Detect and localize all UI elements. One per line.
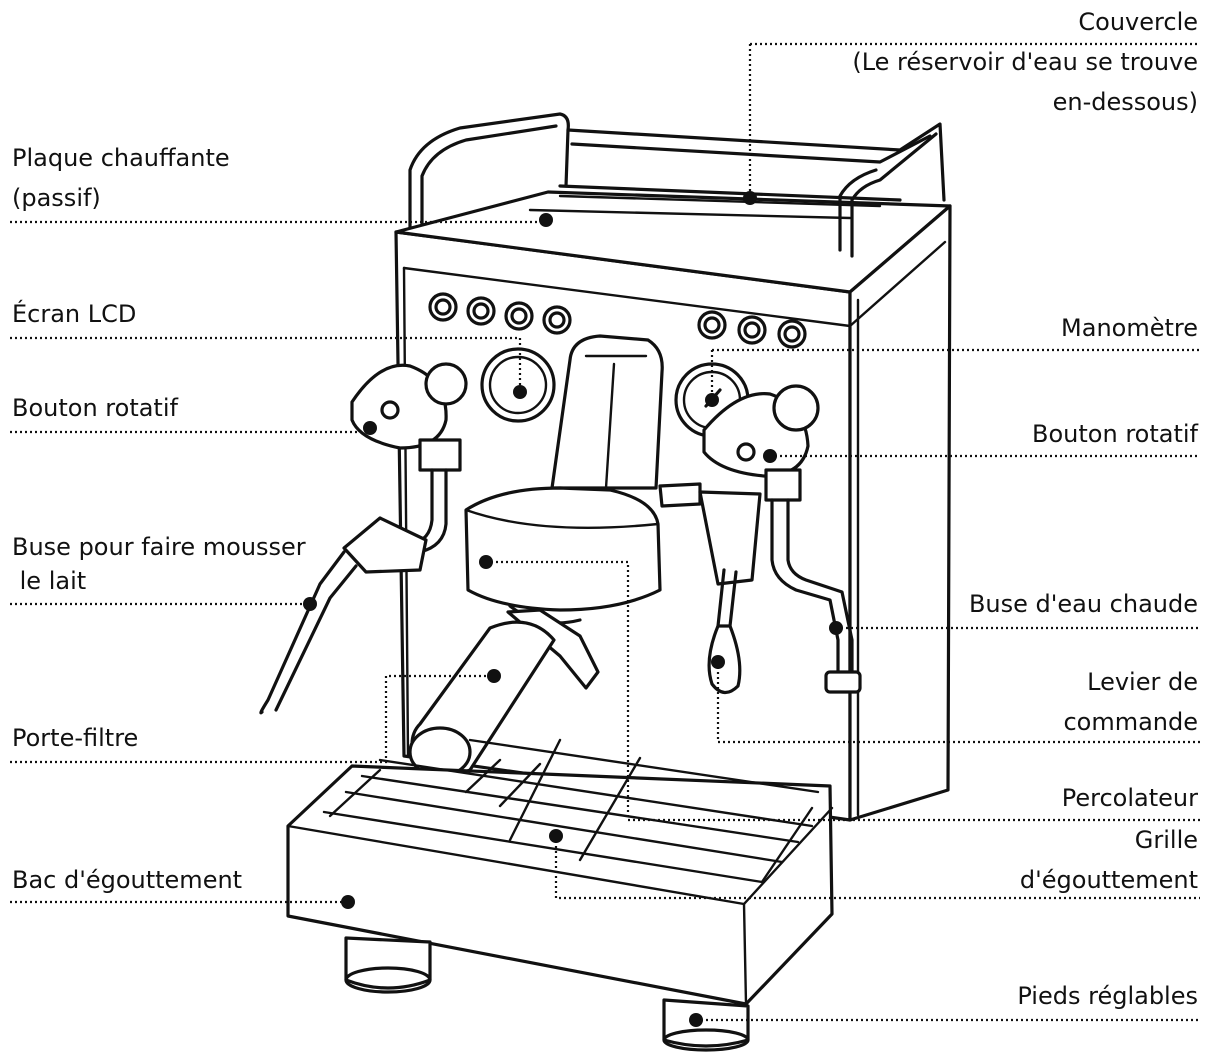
label-bac-egouttement: Bac d'égouttement (12, 860, 242, 900)
label-bouton-rotatif-right: Bouton rotatif (1032, 414, 1198, 454)
feet (344, 936, 750, 1052)
label-bouton-left-line1: Bouton rotatif (12, 394, 178, 422)
leader-ecran (10, 336, 522, 390)
control-lever (658, 482, 762, 695)
drip-tray (286, 738, 834, 1006)
label-plaque-chauffante: Plaque chauffante (passif) (12, 138, 230, 218)
label-couvercle-line2: (Le réservoir d'eau se trouve (852, 48, 1198, 76)
label-buse-eau-line1: Buse d'eau chaude (968, 590, 1198, 618)
label-pieds-reglables: Pieds réglables (1017, 976, 1198, 1016)
label-grille-egouttement: Grille d'égouttement (1020, 820, 1198, 900)
label-buse-lait-line1: Buse pour faire mousser (12, 533, 306, 561)
label-levier-commande: Levier de commande (1063, 662, 1198, 742)
label-ecran-lcd: Écran LCD (12, 294, 136, 334)
label-bac-line1: Bac d'égouttement (12, 866, 243, 894)
leader-manometre (710, 348, 1200, 400)
label-bouton-right-line1: Bouton rotatif (1032, 420, 1198, 448)
label-couvercle-line1: Couvercle (1078, 8, 1198, 36)
label-plaque-line2: (passif) (12, 184, 101, 212)
label-porte-filtre: Porte-filtre (12, 718, 138, 758)
label-grille-line1: Grille (1134, 826, 1198, 854)
top-rail (408, 112, 946, 258)
label-grille-line2: d'égouttement (1019, 866, 1198, 894)
label-buse-lait-line2: le lait (12, 567, 87, 595)
label-manometre: Manomètre (1061, 308, 1198, 348)
label-percolateur: Percolateur (1062, 778, 1198, 818)
marker-dots (303, 191, 843, 1027)
leader-levier (716, 662, 1200, 744)
label-ecran-line1: Écran LCD (12, 300, 137, 328)
leader-grille (554, 836, 1200, 900)
label-bouton-rotatif-left: Bouton rotatif (12, 388, 178, 428)
label-couvercle: Couvercle (Le réservoir d'eau se trouve … (852, 2, 1198, 122)
label-plaque-line1: Plaque chauffante (12, 144, 230, 172)
label-percolateur-line1: Percolateur (1061, 784, 1198, 812)
leader-porte-filtre (10, 674, 494, 764)
label-levier-line1: Levier de (1087, 668, 1198, 696)
cup-warmer-tray (528, 194, 882, 220)
leader-percolateur (486, 560, 1200, 822)
label-levier-line2: commande (1063, 708, 1198, 736)
label-manometre-line1: Manomètre (1061, 314, 1198, 342)
label-pieds-line1: Pieds réglables (1017, 982, 1198, 1010)
lcd-buttons (428, 292, 807, 349)
label-buse-lait: Buse pour faire mousser le lait (12, 530, 306, 598)
leader-lines (10, 42, 1200, 1022)
label-buse-eau-chaude: Buse d'eau chaude (969, 584, 1198, 624)
label-porte-filtre-line1: Porte-filtre (12, 724, 139, 752)
label-couvercle-line3: en-dessous) (1052, 88, 1198, 116)
